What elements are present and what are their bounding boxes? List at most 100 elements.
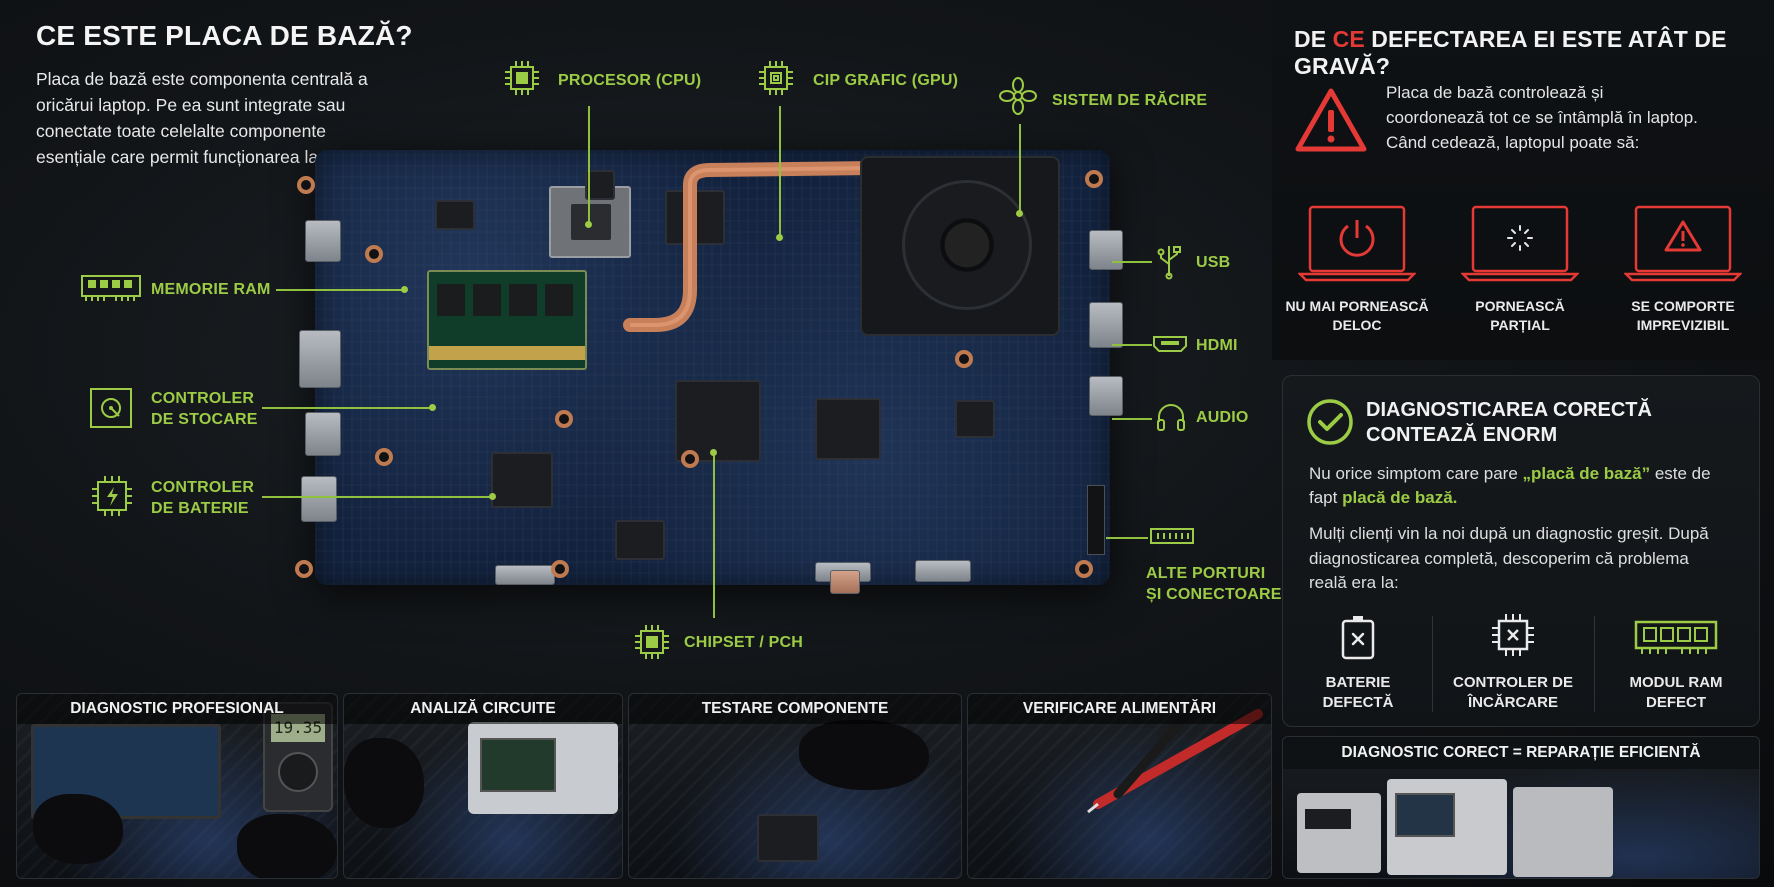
chipset-chip [675, 380, 761, 462]
cause-charge-controller-line1: CONTROLER DE [1453, 674, 1573, 691]
battery-label-line1: CONTROLER [151, 479, 255, 496]
bench-equipment [1387, 779, 1507, 875]
cooling-label: SISTEM DE RĂCIRE [1052, 92, 1208, 109]
port [301, 476, 337, 522]
photo-title: TESTARE COMPONENTE [629, 694, 961, 724]
diagnosis-title-line1: DIAGNOSTICAREA CORECTĂ [1366, 399, 1652, 421]
ram-line [276, 289, 404, 291]
warning-icon [1295, 88, 1367, 152]
port [305, 412, 341, 456]
chipset-dot [710, 449, 717, 456]
photo-power-check: VERIFICARE ALIMENTĂRI [967, 693, 1272, 879]
gloved-hand [799, 720, 929, 790]
outcome-unpredictable-line1: SE COMPORTE [1631, 298, 1735, 314]
battery-line [262, 496, 492, 498]
other-ports-line [1106, 537, 1148, 539]
outcome-partial-line1: PORNEASCĂ PARȚIAL [1475, 298, 1565, 333]
cause-battery-line1: BATERIE [1325, 674, 1391, 691]
cooling-line [1019, 124, 1021, 214]
cpu-line [588, 106, 590, 224]
mount-hole [295, 560, 313, 578]
mount-hole [375, 448, 393, 466]
other-ports-label: ALTE PORTURI ȘI CONECTOARE [1146, 563, 1282, 605]
mount-hole [681, 450, 699, 468]
gpu-icon [759, 61, 793, 95]
battery-icon [1341, 616, 1375, 660]
cpu-icon [505, 61, 539, 95]
hdmi-icon [1153, 336, 1187, 352]
laptop-warning-icon [1624, 205, 1742, 282]
mount-hole [955, 350, 973, 368]
diagnosis-intro-a: Nu orice simptom care pare [1309, 464, 1523, 483]
intro-text: Placa de bază este componenta centrală a… [36, 69, 385, 167]
chip [585, 170, 615, 200]
mount-hole [551, 560, 569, 578]
port [299, 330, 341, 388]
why-title-post: DEFECTAREA EI ESTE ATÂT DE GRAVĂ? [1294, 26, 1727, 79]
storage-label-line1: CONTROLER [151, 390, 255, 407]
outcome-no-start-line1: NU MAI PORNEASCĂ [1285, 298, 1429, 314]
port [1089, 302, 1123, 348]
photo-title: DIAGNOSTIC PROFESIONAL [17, 694, 337, 724]
mount-hole [1085, 170, 1103, 188]
cause-ram: MODUL RAM DEFECT [1601, 673, 1751, 713]
diagnosis-intro-d: placă de bază. [1342, 488, 1458, 507]
ram-module [427, 270, 587, 370]
gloved-hand [237, 814, 337, 878]
storage-label-line2: DE STOCARE [151, 411, 258, 428]
why-text: Placa de bază controlează și coordonează… [1386, 83, 1698, 152]
port [830, 570, 860, 594]
charge-controller-icon [1492, 614, 1534, 656]
ram-module-icon [1634, 620, 1718, 654]
ram-dot [401, 286, 408, 293]
ram-label: MEMORIE RAM [151, 281, 271, 298]
cause-ram-line1: MODUL RAM [1629, 674, 1723, 691]
outcome-partial: PORNEASCĂ PARȚIAL [1445, 297, 1595, 335]
efficiency-panel: DIAGNOSTIC CORECT = REPARAȚIE EFICIENTĂ [1282, 736, 1760, 879]
photo-component-testing: TESTARE COMPONENTE [628, 693, 962, 879]
laptop-power-icon [1298, 205, 1416, 282]
storage-line [262, 407, 432, 409]
why-title-pre: DE [1294, 26, 1333, 52]
hdmi-line [1112, 344, 1152, 346]
chip [435, 200, 475, 230]
headphones-icon [1157, 404, 1185, 431]
mount-hole [365, 245, 383, 263]
motherboard-image [295, 150, 1123, 594]
storage-dot [429, 404, 436, 411]
fan-icon [999, 77, 1037, 115]
battery-label: CONTROLER DE BATERIE [151, 477, 254, 519]
cooling-dot [1016, 210, 1023, 217]
diagnosis-intro-b: „placă de bază” [1522, 464, 1651, 483]
mount-hole [297, 176, 315, 194]
photo-circuit-analysis: ANALIZĂ CIRCUITE [343, 693, 623, 879]
port [1089, 230, 1123, 270]
gpu-dot [776, 234, 783, 241]
diagnosis-intro-c: este de fapt [1309, 464, 1711, 507]
usb-label: USB [1196, 254, 1231, 271]
chip [615, 520, 665, 560]
photo-diagnostic: 19.35 DIAGNOSTIC PROFESIONAL [16, 693, 338, 879]
mount-hole [1075, 560, 1093, 578]
outcome-no-start-line2: DELOC [1332, 317, 1382, 333]
chip [757, 814, 819, 862]
outcome-unpredictable: SE COMPORTE IMPREVIZIBIL [1608, 297, 1758, 335]
chipset-icon [635, 625, 669, 659]
hdmi-label: HDMI [1196, 337, 1238, 354]
cause-charge-controller-line2: ÎNCĂRCARE [1468, 694, 1558, 711]
connector-icon [1150, 528, 1194, 544]
why-title: DE CE DEFECTAREA EI ESTE ATÂT DE GRAVĂ? [1294, 26, 1774, 80]
check-circle-icon [1307, 399, 1353, 445]
outcome-no-start: NU MAI PORNEASCĂ DELOC [1282, 297, 1432, 335]
oscilloscope [468, 722, 618, 814]
photo-title: VERIFICARE ALIMENTĂRI [968, 694, 1271, 724]
usb-line [1112, 261, 1152, 263]
bench-equipment [1297, 793, 1381, 873]
cpu-label: PROCESOR (CPU) [558, 72, 702, 89]
port [305, 220, 341, 262]
cause-charge-controller: CONTROLER DE ÎNCĂRCARE [1438, 673, 1588, 713]
cause-ram-line2: DEFECT [1646, 694, 1706, 711]
port [1089, 376, 1123, 416]
ram-icon [81, 275, 141, 301]
chip [815, 398, 881, 460]
